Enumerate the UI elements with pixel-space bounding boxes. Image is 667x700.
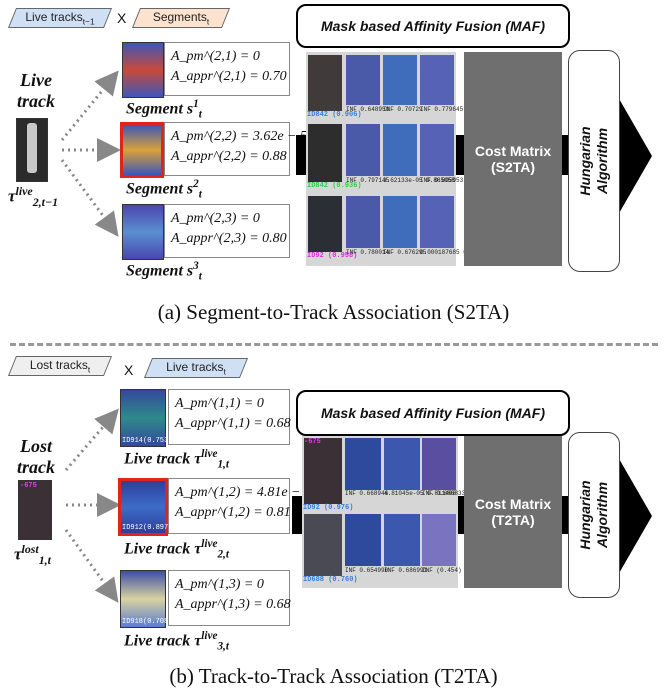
maf-title-box-b: Mask based Affinity Fusion (MAF) xyxy=(296,390,570,436)
output-arrow-s2ta xyxy=(594,90,652,222)
live-track-thumbnail xyxy=(16,118,48,182)
live-track-2-thumbnail-highlighted: ID912(0.897) xyxy=(118,478,172,536)
live-track-3-thumbnail: ID918(0.708) xyxy=(120,570,172,628)
cost-matrix-s2ta: Cost Matrix(S2TA) xyxy=(464,52,562,266)
live-track-2-label: Live track τlive2,t xyxy=(124,538,229,561)
grid-to-cost-bar-b xyxy=(458,496,466,534)
maf-affinity-grid-t2ta: -675 ID92 (0.976) ID688 (0.760) INF 0.66… xyxy=(302,436,494,588)
section-divider xyxy=(10,343,658,346)
arrow-to-segment-1 xyxy=(60,70,119,141)
caption-s2ta: (a) Segment-to-Track Association (S2TA) xyxy=(157,300,510,324)
maf-title-box: Mask based Affinity Fusion (MAF) xyxy=(296,4,570,48)
segments-tag: Segmentst xyxy=(131,8,231,28)
output-arrow-t2ta xyxy=(594,450,652,582)
lost-tracks-tag: Lost trackst xyxy=(7,356,113,376)
caption-t2ta: (b) Track-to-Track Association (T2TA) xyxy=(169,664,498,688)
segment-2-label: Segment s2t xyxy=(126,178,202,201)
cross-product-symbol: X xyxy=(117,10,127,26)
cost-to-hungarian-bar xyxy=(562,135,570,175)
cross-product-symbol-b: X xyxy=(124,362,134,378)
maf-affinity-grid-s2ta: ID842 (0.906) ID842 (0.936) ID92 (0.958)… xyxy=(306,52,492,266)
segment-2-thumbnail-highlighted xyxy=(120,122,164,178)
cost-matrix-t2ta: Cost Matrix(T2TA) xyxy=(464,436,562,588)
arrow-to-segment-3 xyxy=(60,159,119,237)
arrow-to-live-track-1 xyxy=(64,408,119,471)
lost-track-thumbnail: -675 xyxy=(18,480,52,540)
lost-track-symbol: τlost1,t xyxy=(14,542,51,568)
live-tracks-tag: Live trackst−1 xyxy=(7,8,113,28)
segment-1-thumbnail xyxy=(122,42,164,98)
live-track-3-label: Live track τlive3,t xyxy=(124,630,229,653)
segment-3-thumbnail xyxy=(122,204,164,260)
live-track-symbol: τlive2,t−1 xyxy=(8,184,59,210)
live-track-1-label: Live track τlive1,t xyxy=(124,448,229,471)
arrow-to-live-track-3 xyxy=(64,529,119,603)
segment-1-label: Segment s1t xyxy=(126,98,202,121)
grid-to-cost-bar xyxy=(456,135,466,175)
live-tracks-tag-b: Live trackst xyxy=(143,358,249,378)
live-track-1-thumbnail: ID914(0.753) xyxy=(120,389,172,447)
cost-to-hungarian-bar-b xyxy=(562,496,570,534)
segment-3-label: Segment s3t xyxy=(126,260,202,283)
